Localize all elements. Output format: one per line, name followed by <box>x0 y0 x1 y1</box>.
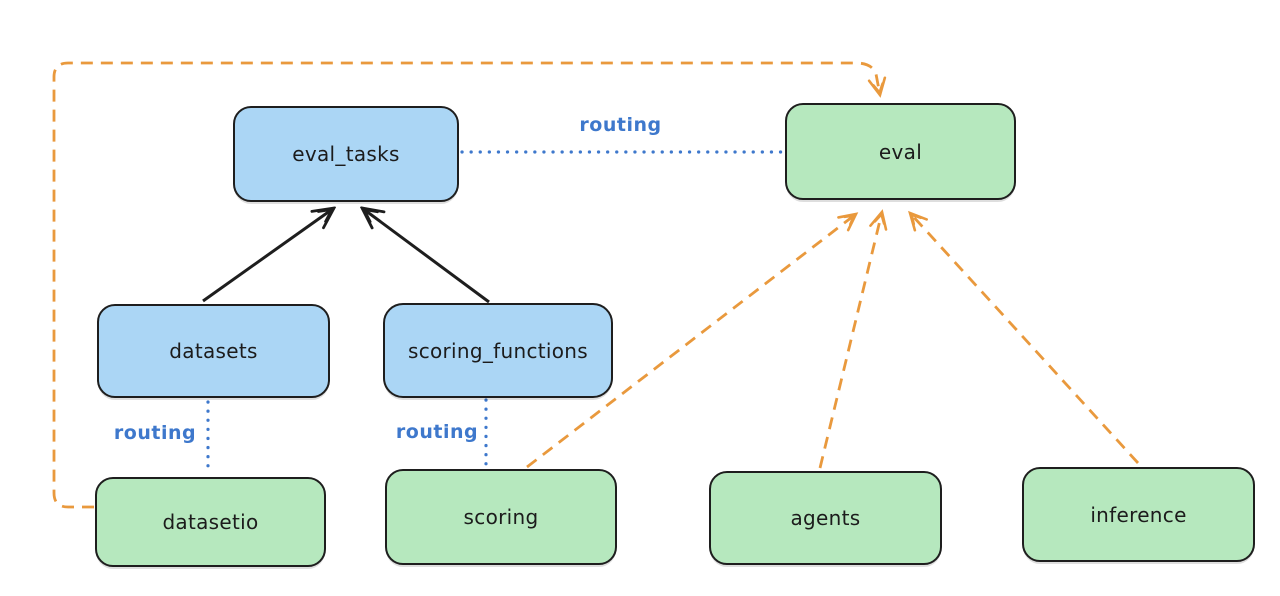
edge-scoring-to-eval <box>526 212 859 469</box>
edge-scoring-functions-to-eval-tasks <box>362 208 490 304</box>
node-label: scoring <box>463 505 539 529</box>
edge-inference-to-eval <box>908 210 1140 464</box>
edge-label-routing-mid: routing <box>395 421 479 443</box>
edge-datasets-to-eval-tasks <box>202 208 334 303</box>
node-label: scoring_functions <box>407 338 589 363</box>
node-label: agents <box>790 506 861 530</box>
node-datasets: datasets <box>97 304 330 398</box>
node-label: datasetio <box>162 510 259 534</box>
node-label: eval_tasks <box>292 142 400 166</box>
node-label: datasets <box>169 339 258 363</box>
node-scoring-functions: scoring_functions <box>383 303 613 398</box>
node-datasetio: datasetio <box>95 477 326 567</box>
node-scoring: scoring <box>385 469 617 565</box>
edge-agents-to-eval <box>818 209 888 469</box>
node-agents: agents <box>709 471 942 565</box>
node-eval-tasks: eval_tasks <box>233 106 459 202</box>
edge-datasetio-to-eval-loop <box>52 61 887 509</box>
node-label: inference <box>1090 502 1187 527</box>
edge-label-routing-left: routing <box>113 422 197 444</box>
node-eval: eval <box>785 103 1016 200</box>
node-inference: inference <box>1022 467 1255 562</box>
node-label: eval <box>878 139 923 164</box>
edge-label-routing-top: routing <box>579 114 662 136</box>
